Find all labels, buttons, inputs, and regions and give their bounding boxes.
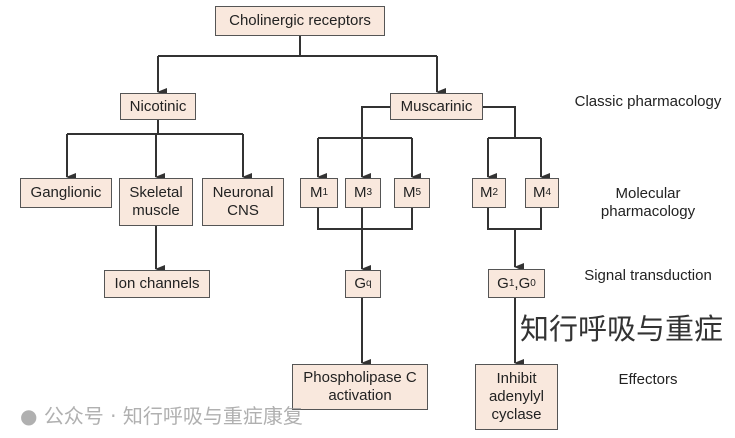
m5-sub: 5 — [415, 187, 422, 198]
m4-label: M — [532, 184, 546, 201]
inhibit-adenylyl-cyclase-box: Inhibit adenylyl cyclase — [475, 364, 558, 430]
gi-label: G — [497, 274, 509, 292]
watermark-footer: ● 公众号 · 知行呼吸与重症康复 — [20, 404, 303, 428]
level-signal-transduction: Signal transduction — [584, 267, 712, 284]
watermark-footer-text: 公众号 · 知行呼吸与重症康复 — [43, 404, 303, 428]
watermark-text: 知行呼吸与重症 — [520, 312, 724, 346]
nicotinic-box: Nicotinic — [120, 93, 196, 120]
go-label: ,G — [514, 274, 531, 292]
wechat-icon: ● — [20, 404, 38, 428]
gq-sub: q — [366, 278, 372, 289]
ganglionic-box: Ganglionic — [20, 178, 112, 208]
phospholipase-c-box: Phospholipase C activation — [292, 364, 428, 410]
m3-sub: 3 — [366, 187, 373, 198]
m5-label: M — [402, 184, 416, 201]
m1-sub: 1 — [322, 187, 329, 198]
ion-channels-box: Ion channels — [104, 270, 210, 298]
go-sub: 0 — [530, 277, 536, 289]
m3-label: M — [353, 184, 367, 201]
muscarinic-box: Muscarinic — [390, 93, 483, 120]
m1-label: M — [309, 184, 323, 201]
gi-sub: 1 — [508, 277, 515, 289]
neuronal-cns-box: Neuronal CNS — [202, 178, 284, 226]
skeletal-muscle-box: Skeletal muscle — [119, 178, 193, 226]
level-effectors: Effectors — [618, 371, 678, 388]
level-molecular-pharmacology: Molecular pharmacology — [600, 185, 696, 220]
m2-label: M — [479, 184, 493, 201]
gq-label: G — [354, 275, 367, 292]
m2-sub: 2 — [492, 187, 499, 198]
level-classic-pharmacology: Classic pharmacology — [574, 93, 722, 110]
m4-sub: 4 — [545, 187, 552, 198]
cholinergic-receptors-box: Cholinergic receptors — [215, 6, 385, 36]
